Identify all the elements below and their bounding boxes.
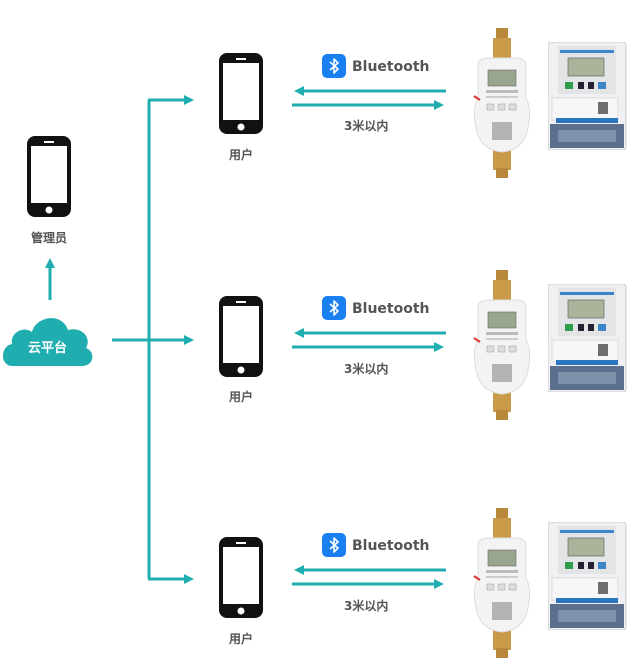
bluetooth-label: Bluetooth (352, 538, 430, 554)
user-label: 用户 (228, 148, 253, 162)
bluetooth-label: Bluetooth (352, 59, 430, 75)
user-phone-icon (219, 537, 263, 618)
admin-label: 管理员 (30, 231, 67, 245)
water-meter-image (470, 270, 534, 424)
electricity-meter-image (547, 521, 628, 634)
user-phone-icon (219, 296, 263, 377)
bluetooth-icon (322, 296, 346, 320)
electricity-meter-image (547, 41, 628, 154)
cloud-icon (3, 318, 93, 366)
user-label: 用户 (228, 632, 253, 646)
water-meter-image (470, 28, 534, 182)
bluetooth-label: Bluetooth (352, 301, 430, 317)
range-label: 3米以内 (344, 362, 389, 376)
bluetooth-icon (322, 533, 346, 557)
electricity-meter-image (547, 283, 628, 396)
user-label: 用户 (228, 390, 253, 404)
range-label: 3米以内 (344, 599, 389, 613)
user-phone-icon (219, 53, 263, 134)
range-label: 3米以内 (344, 119, 389, 133)
cloud-label: 云平台 (28, 341, 68, 356)
bluetooth-icon (322, 54, 346, 78)
admin-phone-icon (27, 136, 71, 217)
water-meter-image (470, 508, 534, 662)
